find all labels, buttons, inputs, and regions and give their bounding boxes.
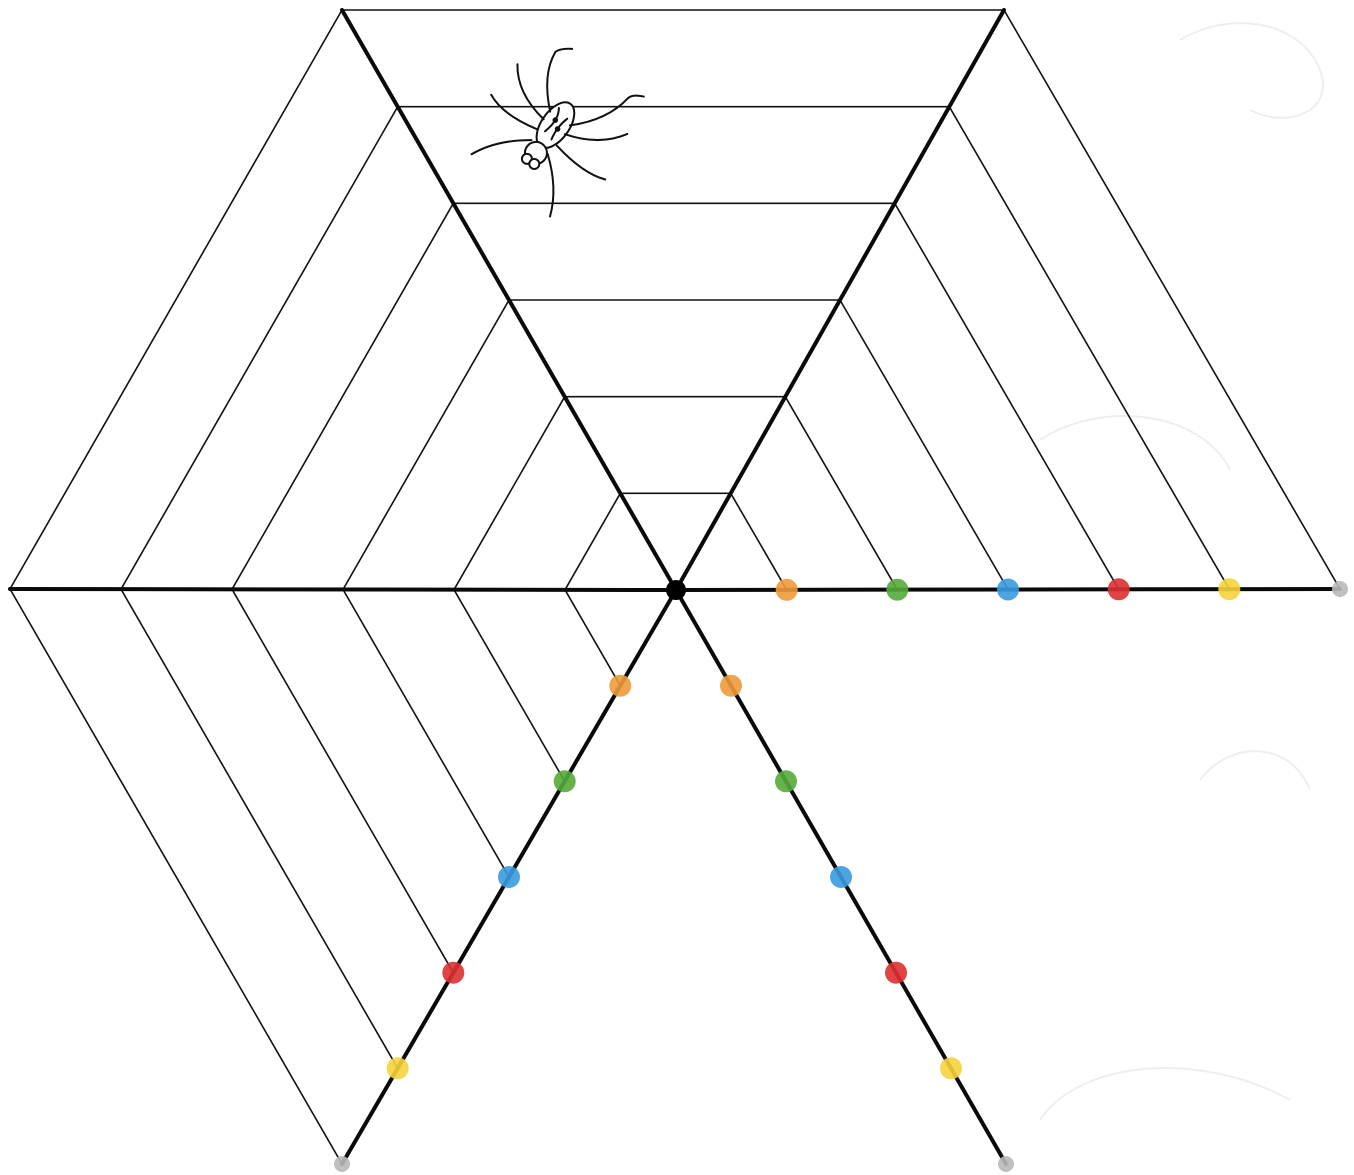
web-ring-thread — [785, 397, 897, 590]
ring-marker-dot — [1108, 578, 1130, 600]
web-spoke — [10, 589, 676, 590]
web-hub — [666, 580, 686, 600]
web-ring-thread — [454, 397, 565, 590]
ring-marker-dot — [776, 579, 798, 601]
web-ring-thread — [565, 493, 620, 590]
web-ring-thread — [343, 590, 509, 878]
web-ring-thread — [121, 589, 398, 1068]
ring-marker-dot — [442, 962, 464, 984]
web-ring-thread — [895, 203, 1119, 589]
ring-marker-dot — [334, 1156, 350, 1172]
ring-marker-dot — [387, 1057, 409, 1079]
web-ring-thread — [121, 107, 398, 590]
web-ring-thread — [232, 589, 453, 972]
web-ring-thread — [10, 10, 342, 589]
web-ring-thread — [10, 589, 342, 1164]
ring-marker-dot — [609, 675, 631, 697]
ring-markers — [334, 578, 1348, 1172]
ring-marker-dot — [554, 770, 576, 792]
spider-icon — [453, 24, 657, 230]
ring-marker-dot — [940, 1057, 962, 1079]
ring-marker-dot — [1218, 578, 1240, 600]
web-ring-thread — [454, 590, 565, 782]
ring-marker-dot — [997, 579, 1019, 601]
web-ring-thread — [232, 203, 453, 589]
ring-marker-dot — [830, 866, 852, 888]
ring-marker-dot — [1332, 581, 1348, 597]
ring-marker-dot — [498, 866, 520, 888]
web-ring-thread — [840, 300, 1008, 590]
web-ring-thread — [949, 107, 1229, 590]
ring-marker-dot — [886, 579, 908, 601]
ring-marker-dot — [998, 1156, 1014, 1172]
web-ring-thread — [1004, 10, 1340, 589]
ring-marker-dot — [775, 770, 797, 792]
web-ring-thread — [731, 493, 787, 590]
ring-marker-dot — [885, 962, 907, 984]
ring-marker-dot — [720, 675, 742, 697]
web-ring-thread — [343, 300, 509, 590]
background-traces — [1040, 23, 1323, 1120]
web-ring-thread — [565, 590, 620, 686]
